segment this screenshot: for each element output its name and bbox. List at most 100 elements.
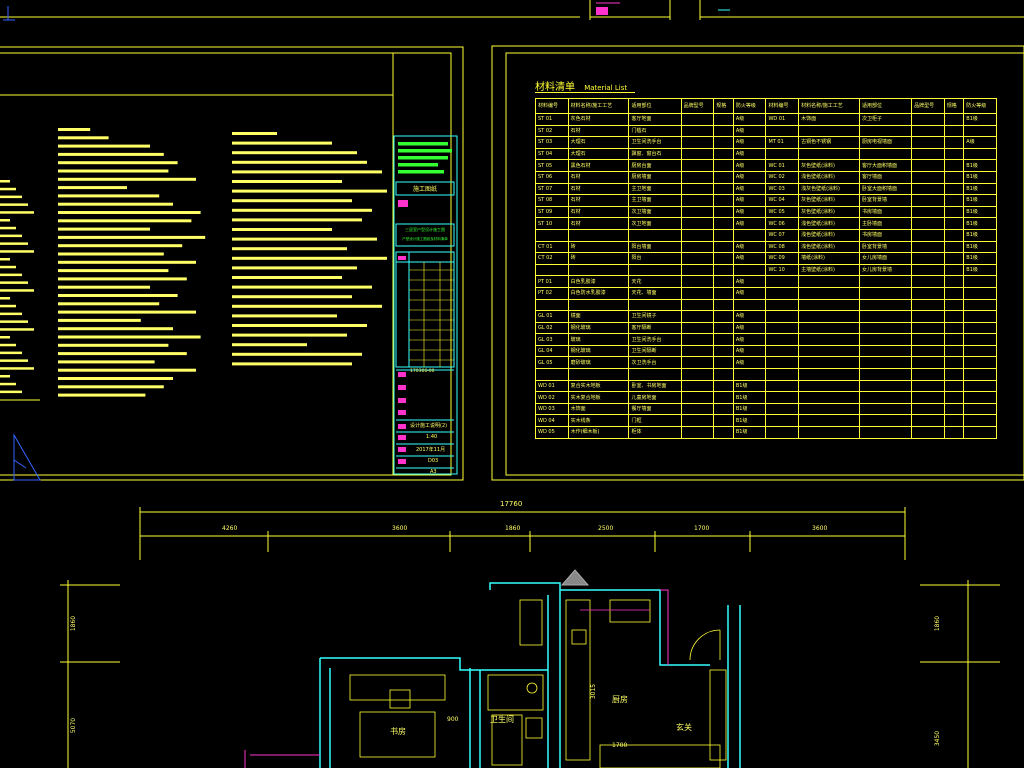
- note-line: [0, 265, 16, 269]
- table-cell: [713, 205, 734, 219]
- table-cell: [858, 124, 913, 138]
- note-line: [0, 320, 28, 323]
- note-line: [0, 226, 16, 230]
- table-cell: A级: [732, 147, 767, 161]
- table-cell: [858, 275, 913, 288]
- table-cell: WD 01: [765, 113, 800, 126]
- table-cell: [911, 217, 945, 230]
- table-header-cell: 品牌型号: [911, 98, 945, 114]
- table-cell: 浅灰色壁纸(涂料): [798, 182, 860, 196]
- table-cell: [713, 217, 734, 230]
- table-cell: [798, 344, 860, 358]
- note-line: [58, 219, 192, 223]
- note-line: [232, 237, 377, 241]
- table-cell: 次卫墙面: [628, 205, 682, 219]
- table-cell: A级: [732, 182, 767, 196]
- drawing-stage: 施工图纸: [412, 186, 437, 193]
- note-line: [0, 273, 22, 277]
- table-cell: [798, 414, 860, 428]
- table-cell: 卫生间洗手台: [628, 333, 682, 346]
- table-cell: [911, 402, 945, 416]
- table-cell: [567, 368, 630, 381]
- table-cell: [963, 298, 997, 312]
- table-cell: [680, 263, 715, 277]
- notes-sheet: [0, 46, 464, 481]
- table-cell: [858, 333, 913, 346]
- table-header-cell: 防火等级: [732, 98, 767, 114]
- table-cell: 次卫柜子: [858, 113, 913, 126]
- table-cell: [628, 368, 682, 381]
- table-header-cell: 规格: [943, 98, 965, 114]
- note-line: [58, 235, 206, 239]
- note-line: [0, 382, 16, 386]
- note-line: [232, 199, 352, 203]
- table-cell: [628, 228, 682, 242]
- note-line: [232, 256, 387, 260]
- table-cell: A级: [732, 194, 767, 207]
- table-cell: [911, 391, 945, 404]
- table-cell: 石材: [567, 124, 630, 138]
- table-cell: [680, 240, 715, 254]
- table-cell: [680, 217, 715, 230]
- table-cell: [963, 344, 997, 358]
- table-cell: A级: [732, 124, 767, 138]
- table-cell: [911, 275, 945, 288]
- table-cell: [943, 298, 965, 312]
- table-cell: [943, 263, 965, 277]
- table-cell: WD 01: [535, 379, 569, 393]
- table-cell: 实木线条: [567, 414, 630, 428]
- table-cell: 卧室背景墙: [858, 240, 913, 254]
- table-cell: [680, 182, 715, 196]
- table-cell: B1级: [963, 170, 997, 184]
- note-line: [58, 302, 160, 306]
- table-cell: B1级: [963, 113, 997, 126]
- table-cell: [858, 298, 913, 312]
- table-cell: [765, 310, 800, 323]
- table-cell: 古铜色不锈钢: [798, 136, 860, 149]
- table-cell: [943, 426, 965, 439]
- material-list-title: 材料清单 Material List: [535, 78, 627, 93]
- table-cell: 女儿房背景墙: [858, 263, 913, 277]
- table-cell: [713, 298, 734, 312]
- table-cell: 白色乳胶漆: [567, 275, 630, 288]
- table-cell: 主卫地面: [628, 182, 682, 196]
- table-cell: [680, 113, 715, 126]
- table-cell: [943, 414, 965, 428]
- table-cell: [732, 263, 767, 277]
- green-note-line: [398, 149, 452, 153]
- note-line: [232, 189, 387, 193]
- table-cell: ST 08: [535, 194, 569, 207]
- note-line: [232, 333, 347, 337]
- table-cell: [943, 124, 965, 138]
- table-cell: ST 03: [535, 136, 569, 149]
- table-cell: A级: [732, 252, 767, 265]
- dim-segment: 1860: [505, 525, 521, 532]
- table-cell: [567, 263, 630, 277]
- table-cell: B1级: [732, 379, 767, 393]
- note-line: [58, 277, 187, 281]
- table-cell: A级: [732, 217, 767, 230]
- room-label: 书房: [390, 727, 406, 736]
- green-note-line: [398, 142, 448, 146]
- table-cell: ST 07: [535, 182, 569, 196]
- room-label: 玄关: [676, 723, 692, 732]
- table-cell: [858, 310, 913, 323]
- table-cell: [765, 391, 800, 404]
- table-cell: A级: [732, 310, 767, 323]
- table-cell: [680, 426, 715, 439]
- table-cell: 钢化玻璃: [567, 321, 630, 335]
- table-cell: 黑色石材: [567, 159, 630, 172]
- table-cell: 石材: [567, 194, 630, 207]
- note-line: [0, 187, 16, 191]
- note-line: [58, 161, 178, 165]
- table-cell: A级: [732, 275, 767, 288]
- note-line: [58, 377, 173, 380]
- table-header-cell: 材料名称/施工工艺: [567, 98, 630, 114]
- table-cell: [911, 170, 945, 184]
- green-note-line: [398, 156, 448, 160]
